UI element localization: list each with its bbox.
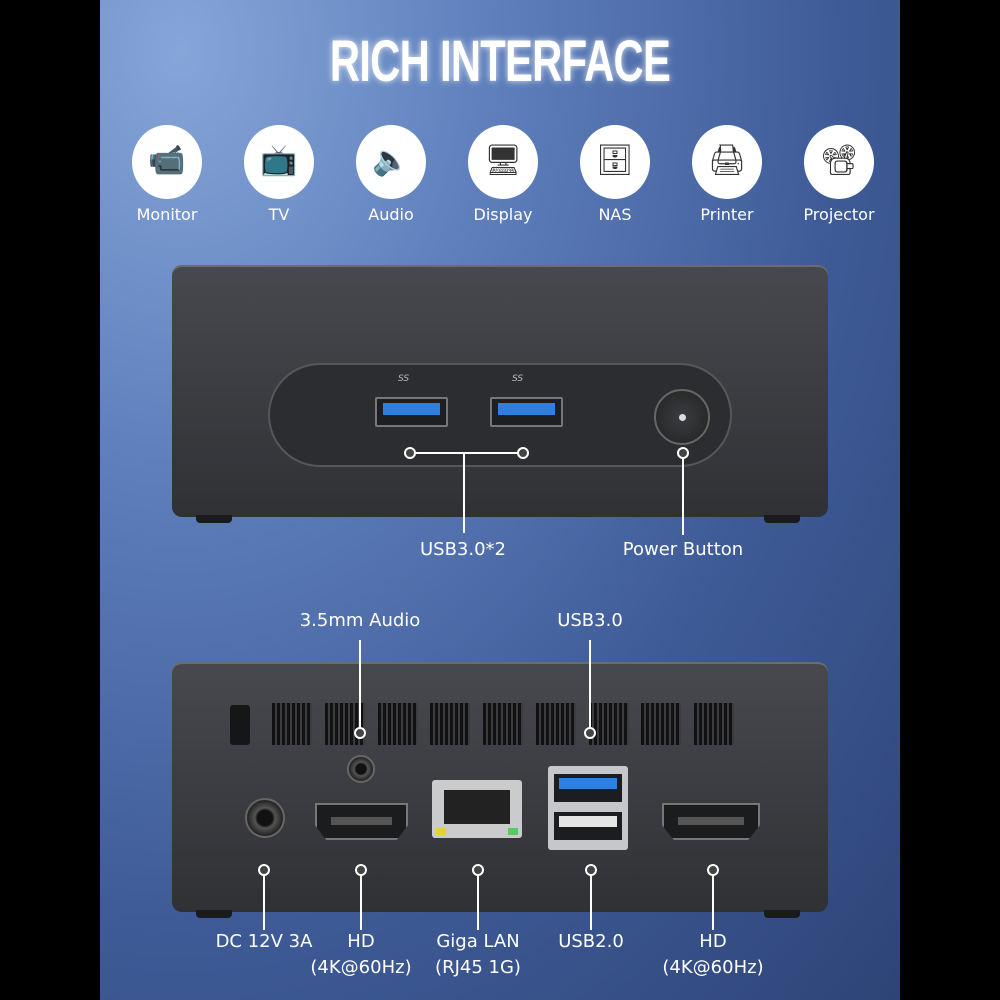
foot xyxy=(764,515,800,523)
usb2-label: USB2.0 xyxy=(558,931,624,952)
callout-dot xyxy=(355,864,367,876)
callout-dot xyxy=(677,447,689,459)
security-camera-icon: 📹 xyxy=(132,125,202,199)
lock-slot xyxy=(230,705,250,745)
usb3-port xyxy=(490,397,563,427)
hd1-label: HD xyxy=(347,931,375,952)
foot xyxy=(196,515,232,523)
vent xyxy=(694,703,734,745)
vent xyxy=(589,703,629,745)
device-display: 🖥 Display xyxy=(468,125,538,224)
dc-jack xyxy=(245,798,285,838)
vent xyxy=(483,703,523,745)
device-monitor: 📹 Monitor xyxy=(132,125,202,224)
device-printer: 🖨 Printer xyxy=(692,125,762,224)
tv-icon: 📺 xyxy=(244,125,314,199)
page-title: RICH INTERFACE xyxy=(329,29,671,94)
foot xyxy=(764,910,800,918)
usb-label: USB3.0*2 xyxy=(419,539,507,560)
device-label: Display xyxy=(473,205,533,224)
device-label: TV xyxy=(268,205,290,224)
callout-dot xyxy=(585,864,597,876)
callout-dot xyxy=(354,727,366,739)
device-label: Printer xyxy=(700,205,754,224)
usb3-port xyxy=(375,397,448,427)
callout-dot xyxy=(517,447,529,459)
vent xyxy=(430,703,470,745)
power-label: Power Button xyxy=(622,539,744,560)
hd2-sub: (4K@60Hz) xyxy=(662,957,764,978)
callout-dot xyxy=(404,447,416,459)
hdmi-port xyxy=(662,803,760,840)
speaker-icon: 🔈 xyxy=(356,125,426,199)
callout-dot xyxy=(258,864,270,876)
audio-jack xyxy=(347,755,375,783)
lan-label: Giga LAN xyxy=(436,931,520,952)
device-tv: 📺 TV xyxy=(244,125,314,224)
hd2-label: HD xyxy=(699,931,727,952)
usb3-label: USB3.0 xyxy=(557,610,623,631)
server-rack-icon: 🗄 xyxy=(580,125,650,199)
foot xyxy=(196,910,232,918)
lan-sub: (RJ45 1G) xyxy=(435,957,521,978)
vent xyxy=(536,703,576,745)
device-label: NAS xyxy=(598,205,632,224)
callout-dot xyxy=(707,864,719,876)
callout-dot xyxy=(584,727,596,739)
printer-icon: 🖨 xyxy=(692,125,762,199)
lan-port xyxy=(432,780,522,838)
usb-ss-logo: SS xyxy=(398,374,410,384)
hdmi-port xyxy=(315,803,408,840)
usb-ss-logo: SS xyxy=(512,374,524,384)
callout-dot xyxy=(472,864,484,876)
device-projector: 📽 Projector xyxy=(803,125,875,224)
device-audio: 🔈 Audio xyxy=(356,125,426,224)
monitor-display-icon: 🖥 xyxy=(468,125,538,199)
device-nas: 🗄 NAS xyxy=(580,125,650,224)
device-label: Audio xyxy=(368,205,414,224)
vent xyxy=(272,703,312,745)
device-label: Monitor xyxy=(136,205,198,224)
vent xyxy=(641,703,681,745)
device-label: Projector xyxy=(803,205,875,224)
usb-stack xyxy=(548,766,628,850)
projector-icon: 📽 xyxy=(804,125,874,199)
hd1-sub: (4K@60Hz) xyxy=(310,957,412,978)
vent xyxy=(378,703,418,745)
audio-label: 3.5mm Audio xyxy=(299,610,421,631)
dc-label: DC 12V 3A xyxy=(215,931,313,952)
power-button xyxy=(654,389,710,445)
